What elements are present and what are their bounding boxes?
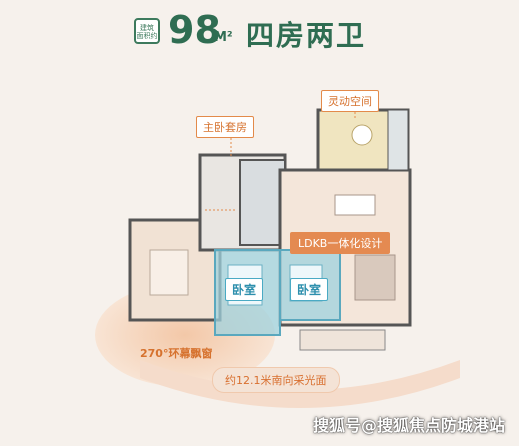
- page-header: 建筑 面积约 98 M² 四房两卫: [0, 0, 519, 60]
- area-unit: M²: [214, 30, 233, 45]
- layout-title: 四房两卫: [246, 19, 367, 52]
- bay-window-label: 270°环幕飘窗: [140, 347, 213, 360]
- south-face-label: 约12.1米南向采光面: [212, 367, 340, 393]
- ldkb-label: LDKB一体化设计: [290, 232, 391, 254]
- bathroom-2: [239, 159, 286, 246]
- area-tag: 建筑 面积约: [134, 18, 160, 44]
- master-bed: [149, 249, 189, 296]
- balcony: [299, 329, 386, 351]
- watermark: 搜狐号@搜狐焦点防城港站: [312, 416, 505, 435]
- bedroom-a-label: 卧室: [225, 278, 264, 301]
- dining-table: [334, 194, 376, 216]
- flex-space-label: 灵动空间: [321, 90, 379, 112]
- bedroom-b-label: 卧室: [290, 278, 329, 301]
- flex-chair: [351, 124, 373, 146]
- flex-balcony: [387, 109, 409, 171]
- sofa: [354, 254, 396, 301]
- area-number: 98: [168, 8, 221, 52]
- master-suite-label: 主卧套房: [196, 116, 254, 138]
- south-arc: [140, 360, 460, 408]
